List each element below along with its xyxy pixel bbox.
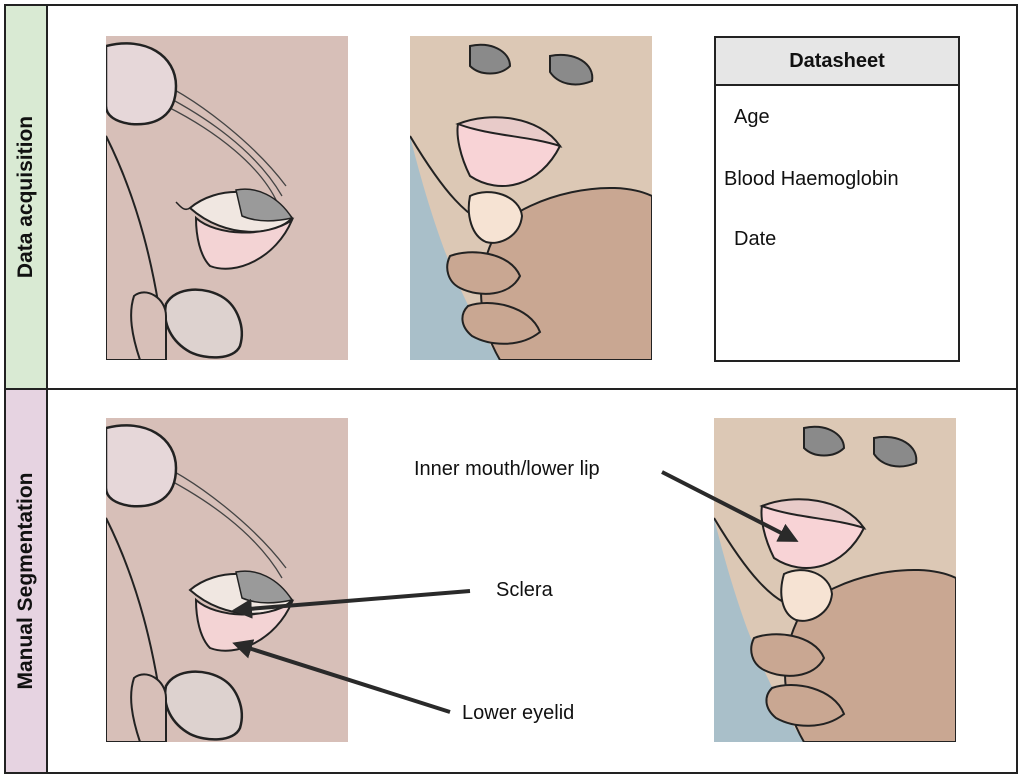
fingernail — [780, 569, 834, 622]
datasheet-field-blood-haemoglobin: Blood Haemoglobin — [724, 168, 899, 190]
nostril-left — [469, 43, 512, 75]
lower-finger — [130, 673, 167, 742]
nostril-left — [803, 425, 846, 457]
annotation-sclera: Sclera — [496, 579, 553, 601]
row-label-manual-segmentation: Manual Segmentation — [6, 390, 48, 772]
finger — [446, 251, 522, 295]
row-label-data-acquisition: Data acquisition — [6, 6, 48, 388]
datasheet: Datasheet Age Blood Haemoglobin Date — [714, 36, 960, 362]
mouth-blue-background — [410, 136, 500, 360]
datasheet-field-age: Age — [734, 106, 770, 128]
nostril-right — [549, 53, 594, 86]
datasheet-field-date: Date — [734, 228, 777, 250]
finger — [750, 633, 826, 677]
upper-lip — [455, 116, 563, 148]
arrow-to-lower-eyelid — [232, 639, 451, 714]
arrow-to-inner-mouth — [661, 470, 799, 542]
annotation-inner-mouth: Inner mouth/lower lip — [414, 458, 600, 480]
lower-eyelid — [194, 215, 295, 270]
finger — [461, 302, 542, 345]
mouth-blue-background — [714, 518, 804, 742]
upper-lip — [759, 498, 867, 530]
lower-thumb — [163, 670, 243, 741]
row-divider — [4, 388, 1018, 390]
arrow-to-sclera — [232, 589, 471, 619]
annotation-lower-eyelid: Lower eyelid — [462, 702, 575, 724]
eye-illustration — [106, 36, 348, 360]
mouth-illustration — [410, 36, 652, 360]
lower-finger — [130, 291, 167, 360]
mouth-segmentation-illustration — [714, 418, 956, 742]
eye-iris — [235, 188, 294, 222]
eyelashes — [175, 201, 191, 211]
datasheet-title: Datasheet — [716, 38, 958, 86]
finger — [765, 684, 846, 727]
upper-thumb — [106, 424, 178, 508]
skin-wrinkle — [165, 105, 279, 205]
nostril-right — [873, 435, 918, 468]
lower-thumb — [163, 288, 243, 359]
eye-segmentation-illustration — [106, 418, 348, 742]
fingernail — [467, 191, 524, 244]
upper-thumb — [106, 42, 178, 126]
